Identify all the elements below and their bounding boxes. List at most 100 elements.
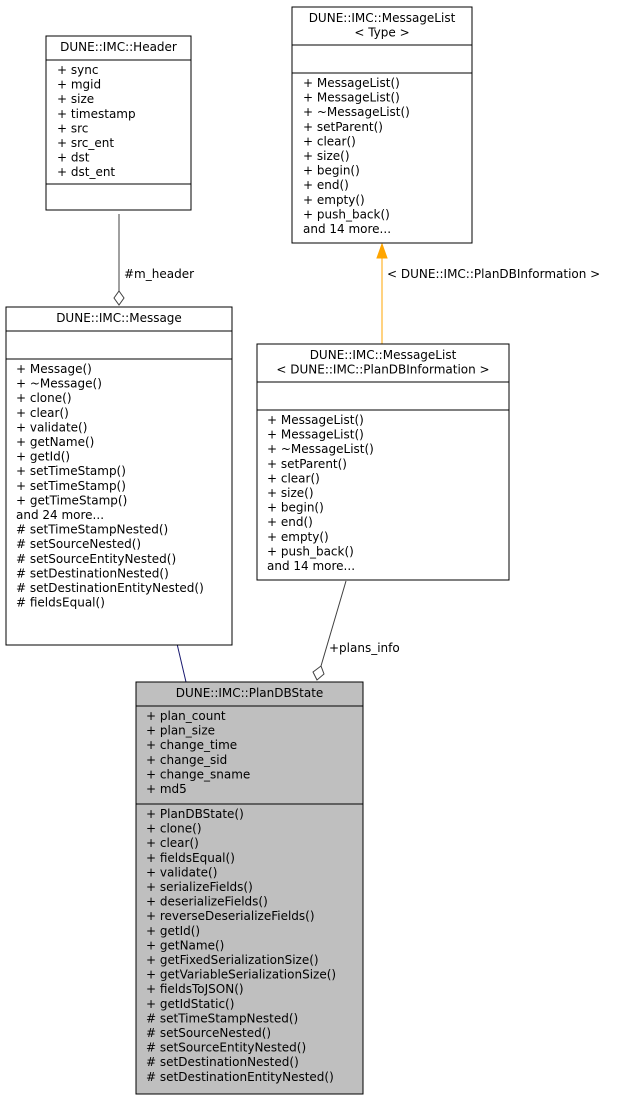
class-method: + clone() [16,391,72,405]
class-method: # setTimeStampNested() [146,1011,298,1025]
class-title: < Type > [354,26,409,40]
class-method: + setParent() [303,120,383,134]
class-method: + MessageList() [267,428,364,442]
edge-label-m-header: #m_header [124,267,194,281]
class-box [45,35,192,211]
class-method: + clear() [16,406,69,420]
class-attribute: + change_sname [146,767,250,781]
class-method: # setDestinationEntityNested() [146,1070,334,1084]
class-method: + reverseDeserializeFields() [146,909,315,923]
class-method: + PlanDBState() [146,807,244,821]
class-method: # setDestinationNested() [146,1055,299,1069]
class-title: DUNE::IMC::MessageList [309,11,456,25]
class-method: + serializeFields() [146,880,253,894]
class-message[interactable]: DUNE::IMC::Message+ Message()+ ~Message(… [5,306,233,646]
class-method: + clear() [303,134,356,148]
class-attribute: + md5 [146,782,187,796]
class-method: + deserializeFields() [146,895,268,909]
class-method: + Message() [16,362,92,376]
class-method: + setTimeStamp() [16,464,126,478]
class-plandbstate[interactable]: DUNE::IMC::PlanDBState+ plan_count+ plan… [135,681,364,1095]
class-header[interactable]: DUNE::IMC::Header+ sync+ mgid+ size+ tim… [45,35,192,211]
class-method: # setDestinationEntityNested() [16,581,204,595]
class-method: + begin() [267,501,324,515]
class-method: + getFixedSerializationSize() [146,953,319,967]
edge-plandbinfo-to-plandbstate: +plans_info [312,580,400,681]
class-method: + ~Message() [16,377,102,391]
class-attribute: + src [57,121,88,135]
class-method: + ~MessageList() [267,442,374,456]
class-messagelist-template[interactable]: DUNE::IMC::MessageList< Type >+ MessageL… [291,6,473,244]
class-attribute: + dst_ent [57,165,115,179]
class-method: + MessageList() [267,413,364,427]
class-method: + validate() [146,865,217,879]
class-method: + fieldsToJSON() [146,982,244,996]
class-attribute: + change_sid [146,753,227,767]
class-method: + clear() [267,471,320,485]
class-method: + empty() [303,193,365,207]
class-method: + push_back() [303,207,390,221]
class-title: < DUNE::IMC::PlanDBInformation > [276,363,489,377]
class-box [256,343,510,581]
class-method: + getId() [146,924,200,938]
class-method: + getIdStatic() [146,997,234,1011]
edge-template-to-instance: < DUNE::IMC::PlanDBInformation > [376,242,600,344]
class-method: + getName() [16,435,94,449]
class-method: + validate() [16,420,87,434]
class-method: + size() [303,149,350,163]
class-title: DUNE::IMC::Header [60,40,177,54]
edge-label-template-arg: < DUNE::IMC::PlanDBInformation > [387,267,600,281]
class-method: + clear() [146,836,199,850]
class-attribute: + size [57,92,94,106]
class-method: + getId() [16,450,70,464]
class-method: + setParent() [267,457,347,471]
template-arrow-icon [376,242,388,259]
association-line [320,580,347,667]
class-attribute: + plan_count [146,709,226,723]
class-method: + getVariableSerializationSize() [146,968,336,982]
class-method: + MessageList() [303,76,400,90]
class-method: + getTimeStamp() [16,493,127,507]
edge-header-to-message: #m_header [113,214,194,306]
composition-diamond-icon [312,665,325,681]
class-method: + size() [267,486,314,500]
class-attribute: + src_ent [57,136,114,150]
class-method: + empty() [267,530,329,544]
class-method: + fieldsEqual() [146,851,235,865]
class-box [291,6,473,244]
class-box [5,306,233,646]
class-method: + MessageList() [303,91,400,105]
class-messagelist-plandbinfo[interactable]: DUNE::IMC::MessageList< DUNE::IMC::PlanD… [256,343,510,581]
class-attribute: + change_time [146,738,237,752]
class-method: # setSourceEntityNested() [16,552,176,566]
class-attribute: + timestamp [57,107,136,121]
class-method: + getName() [146,938,224,952]
class-method: # fieldsEqual() [16,596,105,610]
class-method: and 14 more... [303,222,391,236]
class-attribute: + sync [57,63,98,77]
class-method: # setTimeStampNested() [16,523,168,537]
class-box [135,681,364,1095]
class-method: # setSourceEntityNested() [146,1041,306,1055]
class-method: and 24 more... [16,508,104,522]
class-method: + ~MessageList() [303,105,410,119]
class-method: # setSourceNested() [146,1026,271,1040]
class-method: and 14 more... [267,559,355,573]
class-title: DUNE::IMC::MessageList [310,348,457,362]
class-attribute: + mgid [57,78,101,92]
class-method: # setSourceNested() [16,537,141,551]
composition-diamond-icon [113,290,125,306]
class-attribute: + dst [57,151,90,165]
class-method: + push_back() [267,544,354,558]
class-title: DUNE::IMC::Message [56,311,182,325]
class-method: + end() [267,515,313,529]
class-title: DUNE::IMC::PlanDBState [176,686,324,700]
class-method: # setDestinationNested() [16,566,169,580]
edge-label-plans-info: +plans_info [329,641,400,655]
class-attribute: + plan_size [146,724,215,738]
class-method: + begin() [303,164,360,178]
class-method: + setTimeStamp() [16,479,126,493]
class-method: + clone() [146,822,202,836]
class-method: + end() [303,178,349,192]
